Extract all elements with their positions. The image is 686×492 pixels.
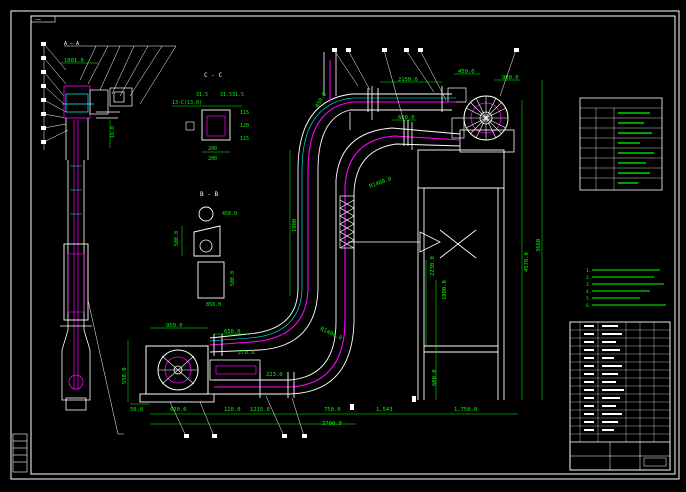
svg-text:850.0: 850.0 [206, 302, 221, 308]
svg-text:A — A: A — A [64, 41, 79, 47]
svg-text:31.5: 31.5 [232, 92, 244, 98]
svg-text:500.0: 500.0 [174, 231, 180, 246]
svg-text:6.: 6. [586, 303, 591, 309]
svg-text:115: 115 [240, 110, 249, 116]
svg-text:120.0: 120.0 [224, 407, 241, 413]
chain-return-inner [214, 143, 461, 395]
svg-text:600.0: 600.0 [398, 115, 415, 121]
drawing-frame-inner [30, 15, 676, 475]
svg-text:200: 200 [208, 156, 217, 162]
chain-casing-outer-2 [209, 109, 452, 353]
svg-text:950.0: 950.0 [166, 323, 183, 329]
svg-text:900.0: 900.0 [502, 75, 519, 81]
svg-text:31.5: 31.5 [196, 92, 208, 98]
dim-right-vertical: 16.0 [110, 126, 116, 138]
svg-text:13-C(13.0): 13-C(13.0) [172, 100, 202, 106]
chain-casing-outer [209, 93, 452, 339]
side-elevation-view: A — A 1001.0 16.0 [41, 41, 177, 435]
svg-text:750.0: 750.0 [324, 407, 341, 413]
section-c-c: C - C 31.5 31.5 31.5 13-C(13.0) 115 120 … [172, 72, 249, 162]
svg-text:600.0: 600.0 [432, 369, 438, 386]
head-sprocket-box [63, 85, 91, 119]
main-front-elevation: 2150.0 600.0 450.0 900.0 450.0 R1400.0 2… [122, 48, 543, 438]
svg-text:50.0: 50.0 [130, 407, 143, 413]
svg-text:R1400.0: R1400.0 [319, 326, 343, 341]
section-c-label: C - C [204, 72, 222, 79]
dim-top-left-a: 1001.0 [64, 58, 84, 64]
svg-text:450.0: 450.0 [458, 69, 475, 75]
svg-text:2.: 2. [586, 275, 591, 281]
svg-text:2230.0: 2230.0 [430, 256, 436, 276]
svg-text:620.0: 620.0 [170, 407, 187, 413]
left-binding-strip [12, 433, 28, 473]
svg-text:1215.0: 1215.0 [250, 407, 270, 413]
svg-text:1.: 1. [586, 268, 591, 274]
svg-text:450.0: 450.0 [222, 211, 237, 217]
svg-text:200: 200 [208, 146, 217, 152]
svg-text:1900: 1900 [292, 219, 298, 232]
svg-text:4570.0: 4570.0 [524, 252, 530, 272]
support-frame [417, 149, 505, 400]
frame-title-tag-text: —— [35, 17, 42, 23]
tensioner-zigzag [339, 195, 355, 249]
svg-text:3.: 3. [586, 282, 591, 288]
chain-path-lower [214, 135, 461, 388]
svg-text:270.0: 270.0 [238, 350, 255, 356]
title-block [569, 321, 671, 471]
svg-text:450.0: 450.0 [315, 92, 328, 109]
svg-text:115: 115 [240, 136, 249, 142]
chain-guide [209, 97, 456, 342]
parts-table [579, 97, 663, 191]
chain-return-outer [214, 127, 461, 381]
svg-text:R1400.0: R1400.0 [369, 176, 393, 190]
svg-text:31.5: 31.5 [220, 92, 232, 98]
svg-text:3660: 3660 [536, 239, 542, 252]
svg-text:558.0: 558.0 [122, 367, 128, 384]
svg-text:500.0: 500.0 [230, 271, 236, 286]
technical-notes: 1. 2. 3. 4. 5. 6. [586, 268, 666, 309]
chain-path-upper [209, 101, 456, 346]
svg-text:1,543: 1,543 [376, 407, 393, 413]
frame-title-tag [30, 15, 56, 23]
tail-drive-unit [139, 345, 261, 403]
svg-text:120: 120 [240, 123, 249, 129]
svg-text:4.: 4. [586, 289, 591, 295]
svg-text:1800.0: 1800.0 [442, 280, 448, 300]
svg-text:223.0: 223.0 [266, 372, 283, 378]
section-b-label: B - B [200, 191, 218, 198]
section-b-b: B - B 450.0 500.0 500.0 850.0 [174, 191, 237, 308]
svg-text:2150.0: 2150.0 [398, 77, 418, 83]
head-sprocket [447, 87, 515, 153]
drawing-frame-outer [10, 10, 680, 480]
svg-text:5.: 5. [586, 296, 591, 302]
svg-text:1,750.0: 1,750.0 [454, 407, 477, 413]
svg-text:650.0: 650.0 [224, 329, 241, 335]
